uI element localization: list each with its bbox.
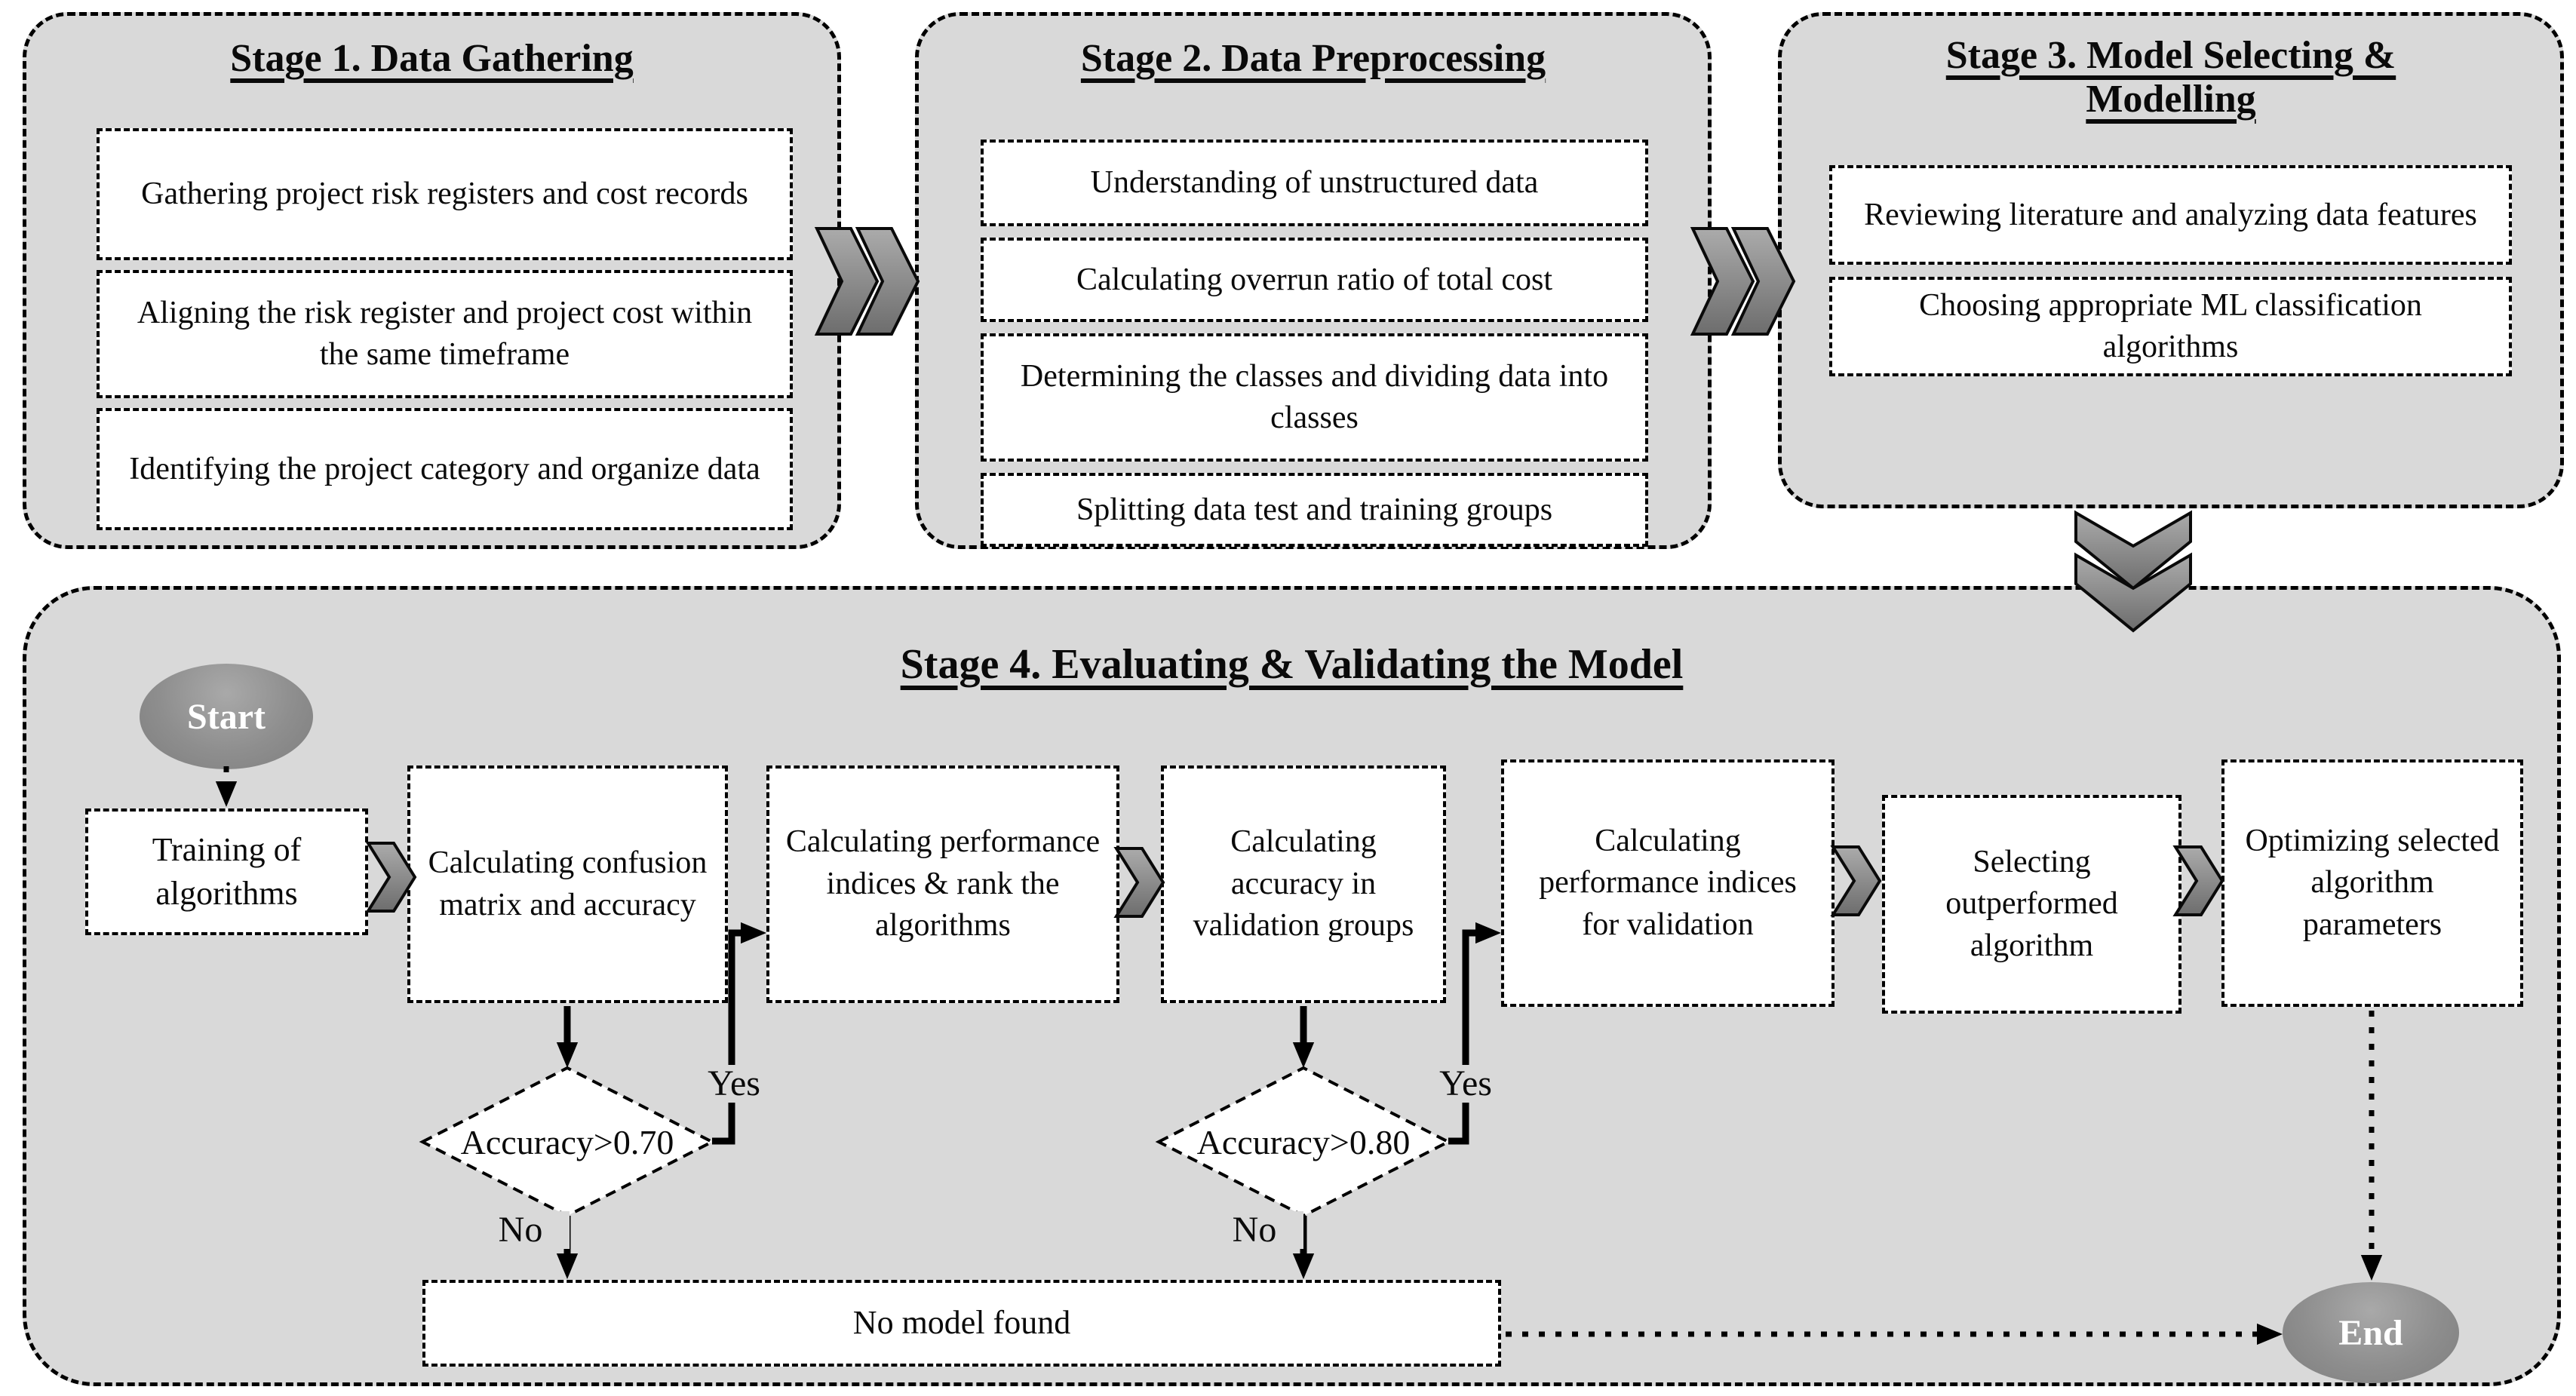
validation-accuracy-label: Calculating accuracy in validation group… [1193,824,1414,943]
stage3-step-1: Reviewing literature and analyzing data … [1829,165,2512,265]
stage4-title-text: Stage 4. Evaluating & Validating the Mod… [900,641,1684,688]
stage1-step-3-label: Identifying the project category and org… [129,451,760,486]
decision1-label: Accuracy>0.70 [422,1068,712,1216]
decision1-label-text: Accuracy>0.70 [460,1122,674,1161]
rank-algorithms-label: Calculating performance indices & rank t… [785,824,1101,943]
stage2-step-1-label: Understanding of unstructured data [1090,165,1539,201]
stage2-step-4: Splitting data test and training groups [981,473,1648,547]
stage2-step-4-label: Splitting data test and training groups [1076,492,1553,527]
stage2-step-2: Calculating overrun ratio of total cost [981,238,1648,322]
stage1-title: Stage 1. Data Gathering [26,37,837,81]
stage3-step-2: Choosing appropriate ML classification a… [1829,277,2512,376]
optimize-parameters-label: Optimizing selected algorithm parameters [2245,823,2500,942]
decision2-no-label: No [1205,1210,1303,1250]
stage4-step-training: Training of algorithms [85,808,368,935]
stage3-step-1-label: Reviewing literature and analyzing data … [1864,197,2477,232]
stage2-title-text: Stage 2. Data Preprocessing [1080,37,1546,80]
decision2-no-text: No [1232,1210,1277,1250]
decision2-label: Accuracy>0.80 [1159,1068,1448,1216]
stage4-step-confusion-matrix: Calculating confusion matrix and accurac… [407,765,728,1003]
stage1-step-2-label: Aligning the risk register and project c… [137,296,753,372]
stage3-title-text: Stage 3. Model Selecting & Modelling [1945,34,2396,121]
start-terminal: Start [140,664,313,769]
stage4-step-optimize-parameters: Optimizing selected algorithm parameters [2221,759,2523,1007]
decision1-no-label: No [471,1210,570,1250]
stage4-step-validation-indices: Calculating performance indices for vali… [1501,759,1835,1007]
stage2-step-3: Determining the classes and dividing dat… [981,333,1648,462]
stage1-step-2: Aligning the risk register and project c… [97,270,793,398]
stage2-title: Stage 2. Data Preprocessing [919,37,1708,81]
stage3-title: Stage 3. Model Selecting & Modelling [1782,34,2560,121]
end-label: End [2338,1312,2403,1353]
stage2-step-2-label: Calculating overrun ratio of total cost [1076,262,1552,297]
stage3-step-2-label: Choosing appropriate ML classification a… [1919,288,2422,364]
decision2-label-text: Accuracy>0.80 [1196,1122,1411,1161]
stage1-step-1-label: Gathering project risk registers and cos… [141,176,748,212]
end-terminal: End [2283,1282,2459,1383]
stage1-step-1: Gathering project risk registers and cos… [97,128,793,260]
select-algorithm-label: Selecting outperformed algorithm [1945,844,2118,963]
decision1-yes-label: Yes [686,1063,781,1103]
stage1-title-text: Stage 1. Data Gathering [230,37,634,80]
decision1-no-text: No [498,1210,543,1250]
training-label: Training of algorithms [152,830,302,912]
stage4-step-select-algorithm: Selecting outperformed algorithm [1882,795,2181,1014]
validation-indices-label: Calculating performance indices for vali… [1539,823,1797,942]
stage1-step-3: Identifying the project category and org… [97,408,793,530]
decision1-yes-text: Yes [708,1063,760,1103]
no-model-found-label: No model found [852,1304,1071,1342]
decision2-yes-text: Yes [1439,1063,1492,1103]
stage4-title: Stage 4. Evaluating & Validating the Mod… [26,641,2557,689]
start-label: Start [187,696,266,737]
no-model-found-box: No model found [422,1280,1501,1367]
stage4-step-validation-accuracy: Calculating accuracy in validation group… [1161,765,1446,1003]
confusion-matrix-label: Calculating confusion matrix and accurac… [428,845,708,922]
stage4-step-rank-algorithms: Calculating performance indices & rank t… [766,765,1119,1003]
stage2-step-3-label: Determining the classes and dividing dat… [1020,359,1609,435]
decision2-yes-label: Yes [1418,1063,1513,1103]
stage2-step-1: Understanding of unstructured data [981,140,1648,226]
